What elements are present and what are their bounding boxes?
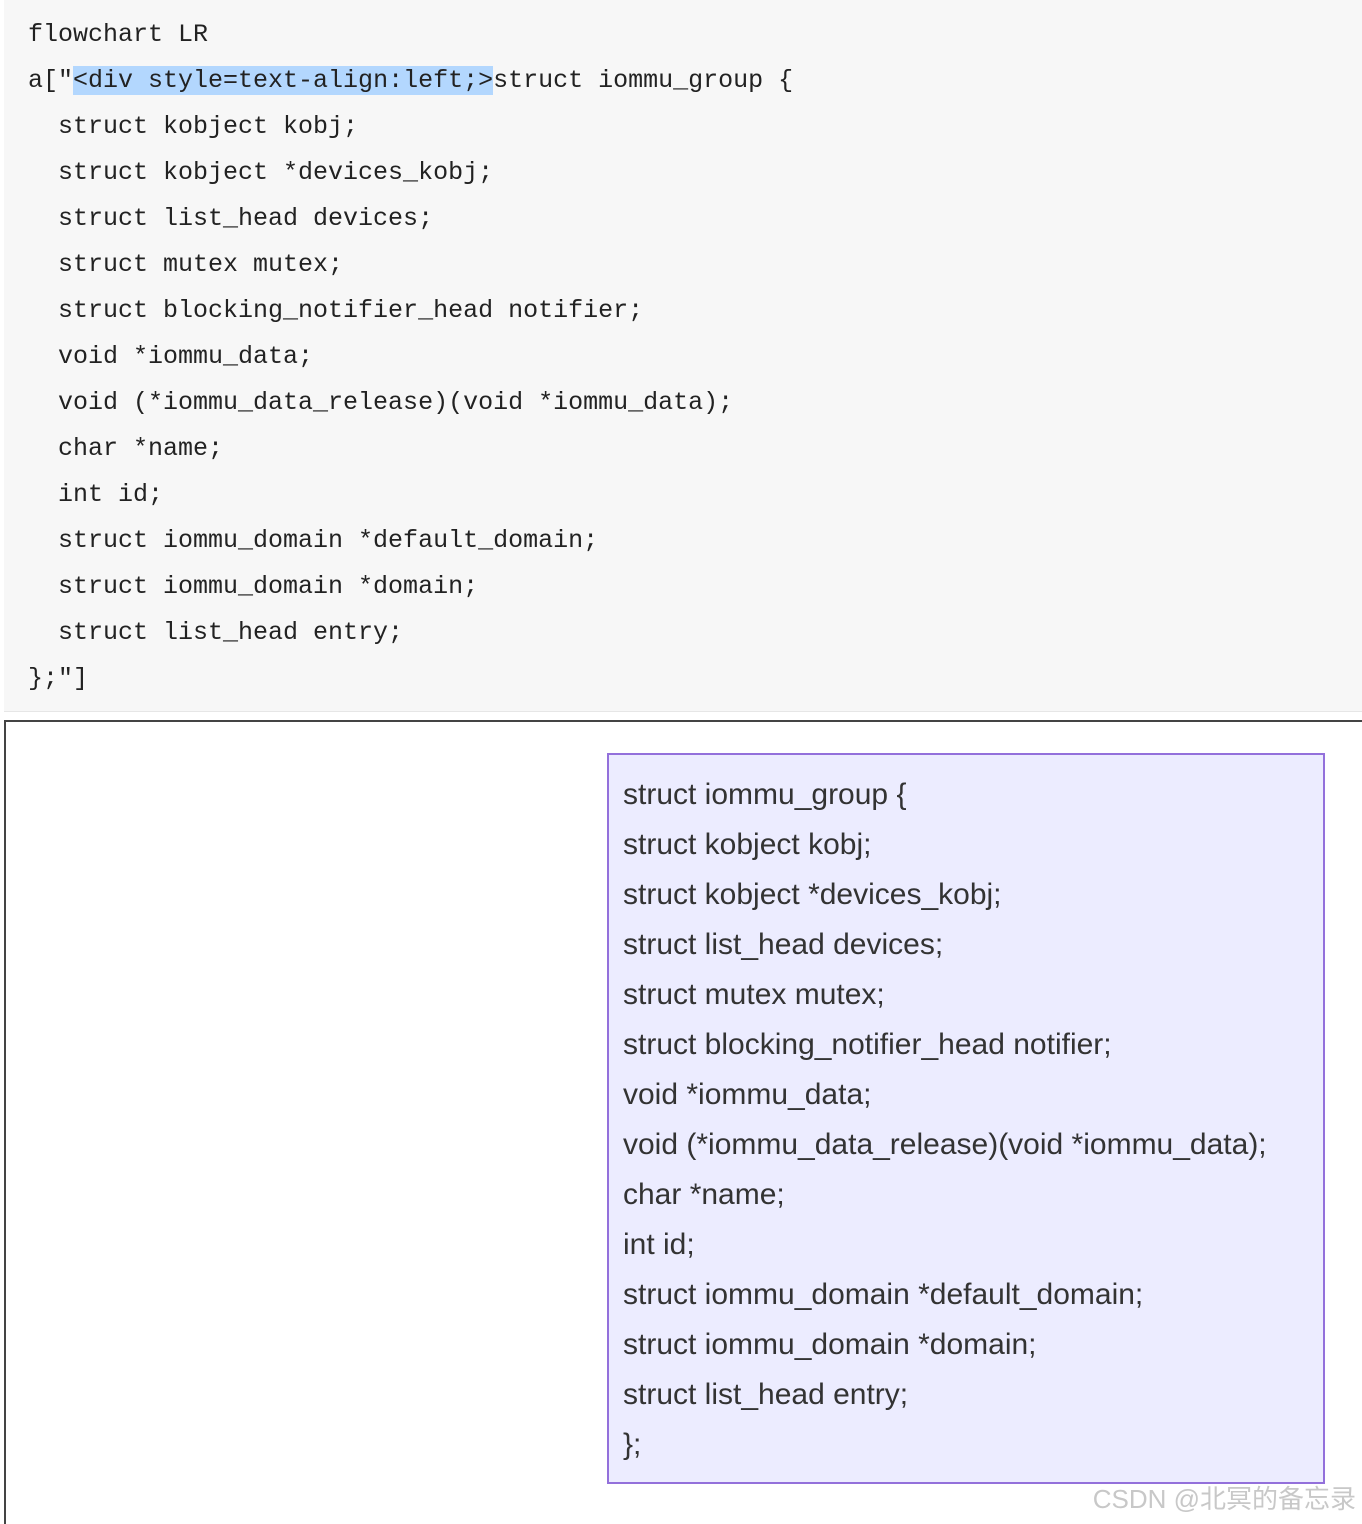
code-text-segment: struct kobject kobj; [28,112,358,141]
node-label-line: struct iommu_domain *domain; [623,1320,1267,1370]
code-text-segment: struct iommu_domain *default_domain; [28,526,598,555]
code-line: struct mutex mutex; [28,242,793,288]
code-text-segment: struct kobject *devices_kobj; [28,158,493,187]
code-text-segment: struct list_head entry; [28,618,403,647]
code-line: char *name; [28,426,793,472]
node-label-line: int id; [623,1220,1267,1270]
code-line: struct iommu_domain *default_domain; [28,518,793,564]
code-line: struct list_head devices; [28,196,793,242]
code-line: struct list_head entry; [28,610,793,656]
code-text-segment: };"] [28,664,88,693]
code-line: struct iommu_domain *domain; [28,564,793,610]
code-text-segment: flowchart LR [28,20,208,49]
code-text[interactable]: flowchart LR a["<div style=text-align:lef… [28,12,793,702]
node-label-line: struct list_head devices; [623,920,1267,970]
code-text-segment: a[" [28,66,73,95]
node-label-line: struct blocking_notifier_head notifier; [623,1020,1267,1070]
code-text-segment: void *iommu_data; [28,342,313,371]
node-label-line: struct iommu_group { [623,770,1267,820]
code-line: };"] [28,656,793,702]
code-line: int id; [28,472,793,518]
selected-text: <div style=text-align:left;> [73,66,493,95]
node-label: struct iommu_group {struct kobject kobj;… [623,770,1267,1470]
node-label-line: struct kobject kobj; [623,820,1267,870]
code-line: struct kobject kobj; [28,104,793,150]
node-label-line: char *name; [623,1170,1267,1220]
code-line: void (*iommu_data_release)(void *iommu_d… [28,380,793,426]
node-label-line: void *iommu_data; [623,1070,1267,1120]
node-label-line: struct list_head entry; [623,1370,1267,1420]
node-label-line: }; [623,1420,1267,1470]
code-line: struct kobject *devices_kobj; [28,150,793,196]
code-text-segment: struct list_head devices; [28,204,433,233]
code-line: a["<div style=text-align:left;>struct io… [28,58,793,104]
code-text-segment: struct iommu_group { [493,66,793,95]
code-text-segment: char *name; [28,434,223,463]
code-text-segment: struct iommu_domain *domain; [28,572,478,601]
code-text-segment: void (*iommu_data_release)(void *iommu_d… [28,388,733,417]
flowchart-node-a[interactable]: struct iommu_group {struct kobject kobj;… [607,753,1325,1484]
watermark: CSDN @北冥的备忘录 [1093,1479,1356,1516]
code-line: void *iommu_data; [28,334,793,380]
code-text-segment: struct mutex mutex; [28,250,343,279]
code-line: struct blocking_notifier_head notifier; [28,288,793,334]
node-label-line: struct kobject *devices_kobj; [623,870,1267,920]
code-editor[interactable]: flowchart LR a["<div style=text-align:lef… [4,0,1362,712]
code-text-segment: struct blocking_notifier_head notifier; [28,296,643,325]
node-label-line: struct mutex mutex; [623,970,1267,1020]
code-text-segment: int id; [28,480,163,509]
code-line: flowchart LR [28,12,793,58]
node-label-line: struct iommu_domain *default_domain; [623,1270,1267,1320]
node-label-line: void (*iommu_data_release)(void *iommu_d… [623,1120,1267,1170]
